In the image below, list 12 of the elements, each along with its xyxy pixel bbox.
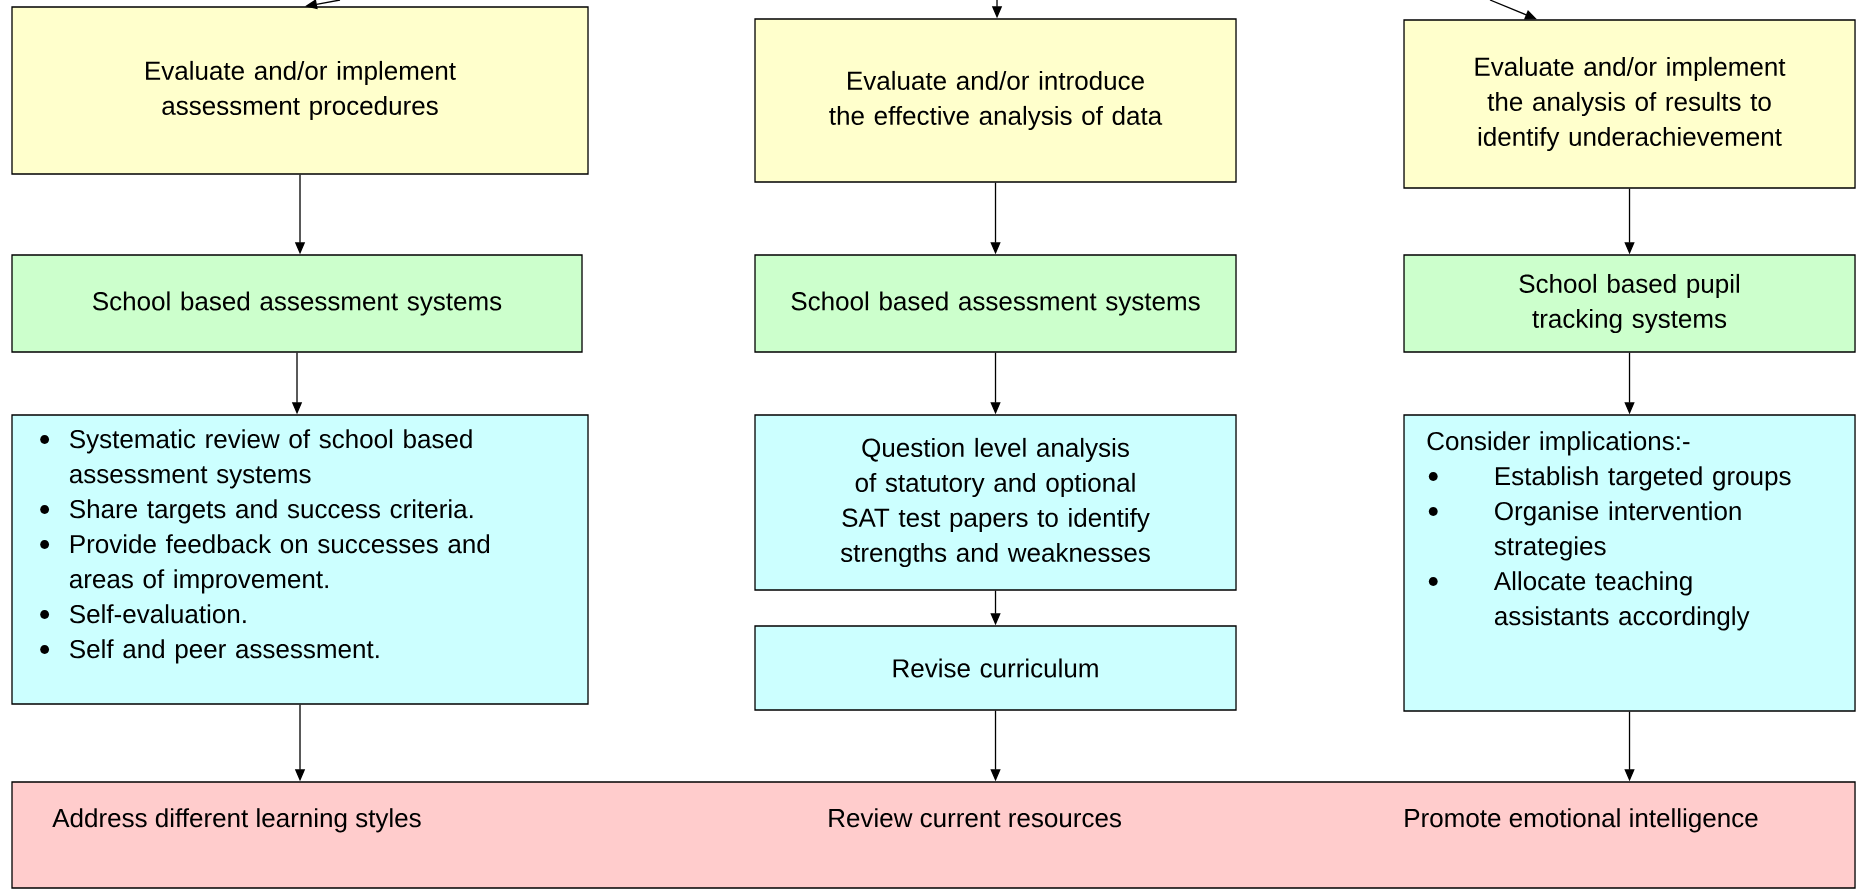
action-box: Consider implications:- Establish targeted groups Organise intervention strategies Allocate teaching assistants accordingly: [1403, 414, 1856, 712]
tool-box: School based pupil tracking systems: [1403, 254, 1856, 353]
action-box: Systematic review of school based assessment systems Share targets and success criteria. Provide feedback on successes and areas of improvement. Self-evaluation. Self and peer assessment.: [11, 414, 589, 705]
task-box: Evaluate and/or implement the analysis of results to identify underachievement: [1403, 19, 1856, 189]
task-box: Evaluate and/or implement assessment procedures: [11, 6, 589, 175]
outcome-band: Address different learning styles Review current resources Promote emotional intelligence: [11, 781, 1856, 889]
tool-box: School based assessment systems: [11, 254, 583, 353]
tool-box: School based assessment systems: [754, 254, 1237, 353]
task-box: Evaluate and/or introduce the effective analysis of data: [754, 18, 1237, 183]
arrow: [1489, 0, 1537, 20]
action-box: Revise curriculum: [754, 625, 1237, 711]
action-box: Question level analysis of statutory and optional SAT test papers to identify strengths and weaknesses: [754, 414, 1237, 591]
